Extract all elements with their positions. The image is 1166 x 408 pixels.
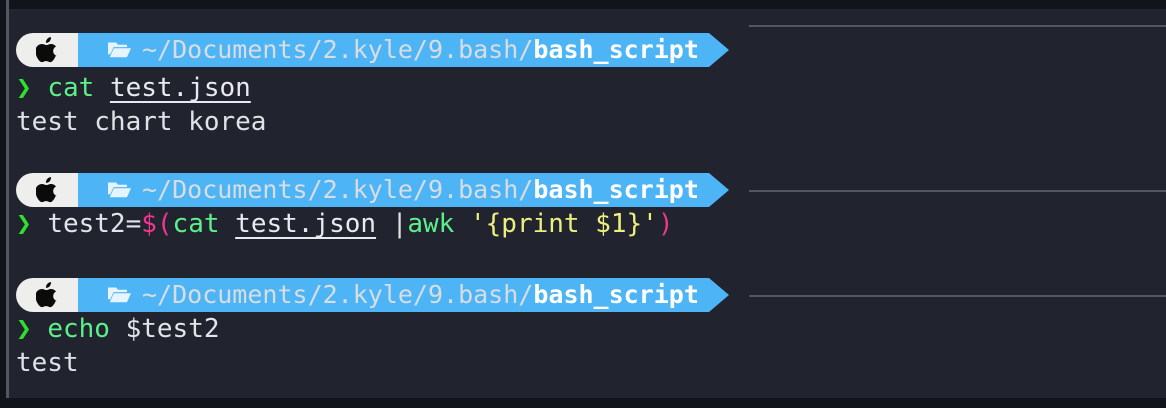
prompt-rule-2b [749,190,1166,192]
apple-segment [16,173,95,207]
prompt-path-prefix: ~/Documents/2.kyle/9.bash/ [142,280,534,309]
powerline-arrow-icon [708,173,729,207]
command-token-string: '{print $1}' [470,209,658,239]
command-token: | [376,209,408,239]
folder-open-icon [108,42,131,57]
path-segment: ~/Documents/2.kyle/9.bash/bash_script [78,278,709,312]
prompt-path-prefix: ~/Documents/2.kyle/9.bash/ [142,35,534,64]
command-token: $( [141,209,173,239]
prompt-path-prefix: ~/Documents/2.kyle/9.bash/ [142,175,534,204]
window-frame-left [0,0,9,408]
prompt-bar-2: ~/Documents/2.kyle/9.bash/bash_script [16,173,729,207]
command-token-file: test.json [109,73,251,103]
command-line-1[interactable]: ❯ cat test.json [16,71,251,105]
command-token [220,209,236,239]
command-token: cat [47,73,95,103]
apple-logo-icon [36,177,57,203]
folder-open-icon [108,182,131,197]
command-token: cat [172,209,220,239]
prompt-chevron-icon: ❯ [16,314,32,344]
prompt-path: ~/Documents/2.kyle/9.bash/bash_script [142,278,699,312]
prompt-path: ~/Documents/2.kyle/9.bash/bash_script [142,173,699,207]
command-token: test2= [47,209,142,239]
path-segment: ~/Documents/2.kyle/9.bash/bash_script [78,173,709,207]
powerline-arrow-icon [708,33,729,67]
command-token [454,209,470,239]
command-token-variable: $test2 [109,314,220,344]
prompt-bar-3: ~/Documents/2.kyle/9.bash/bash_script [16,278,729,312]
output-line-3: test [16,348,79,378]
prompt-bar-1: ~/Documents/2.kyle/9.bash/bash_script [16,33,729,67]
command-line-3[interactable]: ❯ echo $test2 [16,312,220,346]
apple-segment [16,278,95,312]
prompt-path-leaf: bash_script [533,280,699,309]
window-frame-bottom [0,398,1166,408]
folder-open-icon [108,287,131,302]
command-token: echo [47,314,110,344]
command-token [94,73,110,103]
output-line-1: test chart korea [16,107,267,137]
apple-logo-icon [36,282,57,308]
path-segment: ~/Documents/2.kyle/9.bash/bash_script [78,33,709,67]
command-token: awk [407,209,455,239]
command-token: ) [657,209,674,239]
command-line-2[interactable]: ❯ test2=$(cat test.json |awk '{print $1}… [16,207,674,241]
prompt-chevron-icon: ❯ [16,209,32,239]
window-frame-top [0,0,1166,9]
apple-logo-icon [36,37,57,63]
terminal-content[interactable]: ~/Documents/2.kyle/9.bash/bash_script ❯ … [9,9,1166,398]
apple-segment [16,33,95,67]
powerline-arrow-icon [708,278,729,312]
prompt-rule-2 [749,25,1166,27]
prompt-path-leaf: bash_script [533,175,699,204]
prompt-chevron-icon: ❯ [16,73,32,103]
prompt-path: ~/Documents/2.kyle/9.bash/bash_script [142,33,699,67]
prompt-path-leaf: bash_script [533,35,699,64]
prompt-rule-3 [749,295,1166,297]
command-token-file: test.json [235,209,377,239]
